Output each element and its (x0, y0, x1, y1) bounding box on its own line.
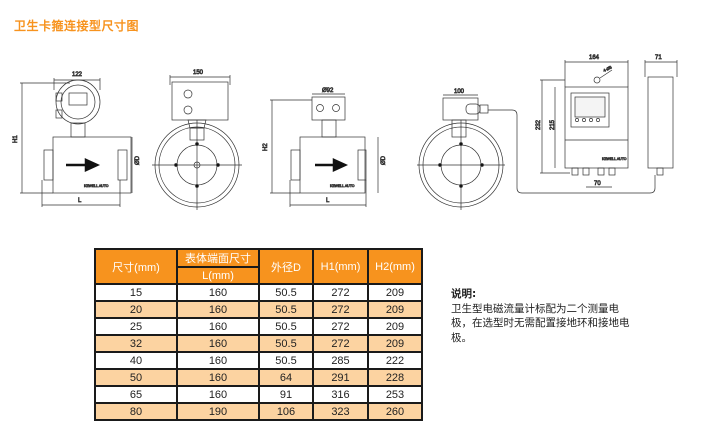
table-cell: 323 (312, 402, 369, 421)
table-cell: 50.5 (258, 351, 314, 370)
table-cell: 209 (367, 334, 423, 353)
header-h2: H2(mm) (367, 248, 423, 285)
dimension-table: 尺寸(mm) 表体端面尺寸 外径D H1(mm) H2(mm) L(mm) 15… (94, 248, 423, 421)
dim-od-2: ØD (381, 155, 387, 165)
table-cell: 50 (94, 368, 178, 387)
table-cell: 160 (176, 283, 260, 302)
dim-h2: H2 (263, 143, 269, 151)
drawing-integrated-front (20, 78, 133, 207)
drawing-converter (540, 60, 678, 188)
brand-label-3: KEWELL AUTO (602, 157, 627, 161)
notes-body: 卫生型电磁流量计标配为二个测量电极，在选型时无需配置接地环和接地电极。 (451, 302, 630, 344)
table-cell: 160 (176, 351, 260, 370)
table-cell: 316 (312, 385, 369, 404)
table-cell: 80 (94, 402, 178, 421)
dim-122: 122 (72, 72, 83, 78)
table-cell: 253 (367, 385, 423, 404)
header-od: 外径D (258, 248, 314, 285)
table-cell: 50.5 (258, 334, 314, 353)
table-cell: 222 (367, 351, 423, 370)
table-cell: 160 (176, 385, 260, 404)
header-body-face: 表体端面尺寸 (176, 248, 260, 268)
table-cell: 91 (258, 385, 314, 404)
table-cell: 40 (94, 351, 178, 370)
table-cell: 65 (94, 385, 178, 404)
dim-232: 232 (536, 119, 542, 130)
drawing-integrated-side (152, 75, 242, 210)
table-cell: 15 (94, 283, 178, 302)
table-cell: 272 (312, 317, 369, 336)
dim-215: 215 (550, 119, 556, 130)
table-cell: 64 (258, 368, 314, 387)
dim-70: 70 (594, 181, 601, 187)
header-h1: H1(mm) (312, 248, 369, 285)
notes-heading: 说明: (451, 288, 477, 300)
dim-od-1: ØD (135, 155, 141, 165)
page-title: 卫生卡箍连接型尺寸图 (14, 19, 140, 33)
table-cell: 272 (312, 300, 369, 319)
table-cell: 190 (176, 402, 260, 421)
table-cell: 209 (367, 317, 423, 336)
table-cell: 160 (176, 368, 260, 387)
table-cell: 50.5 (258, 317, 314, 336)
table-cell: 106 (258, 402, 314, 421)
header-size: 尺寸(mm) (94, 248, 178, 285)
header-l: L(mm) (176, 266, 260, 285)
table-cell: 209 (367, 300, 423, 319)
table-cell: 32 (94, 334, 178, 353)
table-cell: 228 (367, 368, 423, 387)
brand-label-2: KEWELL AUTO (330, 184, 355, 188)
drawing-remote-side (417, 94, 656, 210)
table-cell: 160 (176, 300, 260, 319)
table-cell: 50.5 (258, 283, 314, 302)
dim-164: 164 (589, 55, 600, 61)
dim-hole: 4-Ø8 (602, 64, 613, 73)
table-cell: 272 (312, 283, 369, 302)
notes: 说明: 卫生型电磁流量计标配为二个测量电极，在选型时无需配置接地环和接地电极。 (451, 287, 636, 345)
dimension-drawings: 122 H1 L ØD KEWELL AUTO 150 Ø92 H2 L ØD … (13, 55, 678, 210)
dim-l-2: L (326, 198, 330, 204)
table-cell: 209 (367, 283, 423, 302)
table-cell: 160 (176, 317, 260, 336)
table-cell: 160 (176, 334, 260, 353)
table-cell: 50.5 (258, 300, 314, 319)
dim-l-1: L (78, 198, 82, 204)
brand-label-1: KEWELL AUTO (84, 184, 109, 188)
table-cell: 272 (312, 334, 369, 353)
table-cell: 25 (94, 317, 178, 336)
drawing-remote-front (270, 93, 379, 207)
table-cell: 291 (312, 368, 369, 387)
dim-h1: H1 (13, 135, 19, 143)
dim-71: 71 (655, 55, 662, 61)
dim-100: 100 (454, 89, 465, 95)
table-cell: 285 (312, 351, 369, 370)
dim-150: 150 (193, 70, 204, 76)
table-cell: 260 (367, 402, 423, 421)
table-cell: 20 (94, 300, 178, 319)
dim-92: Ø92 (322, 88, 334, 94)
